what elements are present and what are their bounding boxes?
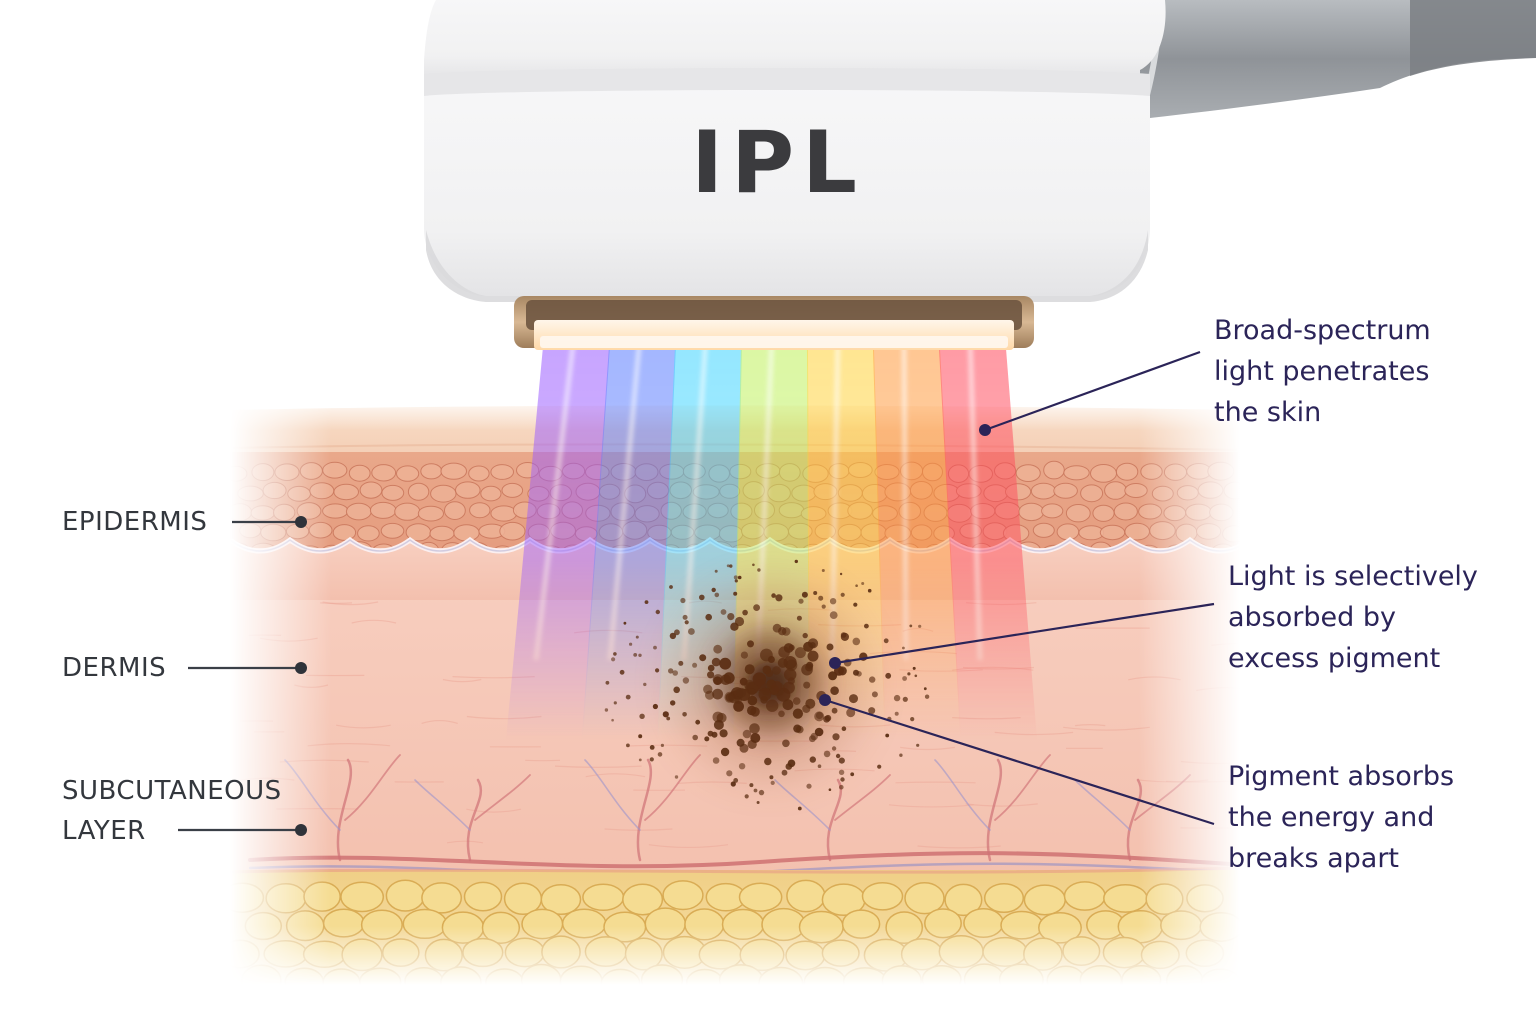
callout-selective-absorption-line-1: Light is selectively: [1228, 561, 1478, 592]
light-beam: [506, 335, 1037, 740]
blood-vessels: [248, 754, 1232, 877]
fat-cells: [220, 879, 1243, 1001]
handpiece-body: [424, 0, 1166, 80]
subcutaneous-label-line-1: SUBCUTANEOUS: [62, 776, 282, 806]
callout-selective-absorption-line-2: absorbed by: [1228, 602, 1396, 633]
pigment-breakdown-leader-dot: [819, 694, 831, 706]
subcutaneous-label: SUBCUTANEOUS LAYER: [62, 771, 282, 851]
subcutaneous-label-line-2: LAYER: [62, 816, 146, 846]
selective-absorption-leader: [834, 602, 1215, 665]
callout-broad-spectrum-line-2: light penetrates: [1214, 356, 1430, 387]
subcutaneous-leader-dot: [295, 824, 307, 836]
callout-broad-spectrum-line-1: Broad-spectrum: [1214, 315, 1431, 346]
epidermis-leader-dot: [295, 516, 307, 528]
leader-lines: [178, 350, 1215, 836]
callout-broad-spectrum-line-3: the skin: [1214, 397, 1322, 428]
callout-pigment-breakdown-line-3: breaks apart: [1228, 843, 1400, 874]
dermis-label: DERMIS: [62, 653, 167, 683]
ipl-handpiece: IPL: [424, 0, 1536, 350]
callout-pigment-breakdown-line-1: Pigment absorbs: [1228, 761, 1455, 792]
pigment-cluster: [604, 559, 930, 811]
callout-pigment-breakdown-line-2: the energy and: [1228, 802, 1435, 833]
epidermis-label: EPIDERMIS: [62, 507, 208, 537]
broad-spectrum-leader-dot: [979, 424, 991, 436]
callout-broad-spectrum: Broad-spectrum light penetrates the skin: [1214, 310, 1431, 433]
selective-absorption-leader-dot: [829, 657, 841, 669]
callout-pigment-breakdown: Pigment absorbs the energy and breaks ap…: [1228, 756, 1454, 879]
dermis-leader-dot: [295, 662, 307, 674]
callout-selective-absorption-line-3: excess pigment: [1228, 643, 1441, 674]
broad-spectrum-leader: [984, 350, 1201, 432]
callout-selective-absorption: Light is selectively absorbed by excess …: [1228, 556, 1478, 679]
device-label: IPL: [691, 113, 865, 213]
pigment-breakdown-leader: [824, 698, 1215, 826]
